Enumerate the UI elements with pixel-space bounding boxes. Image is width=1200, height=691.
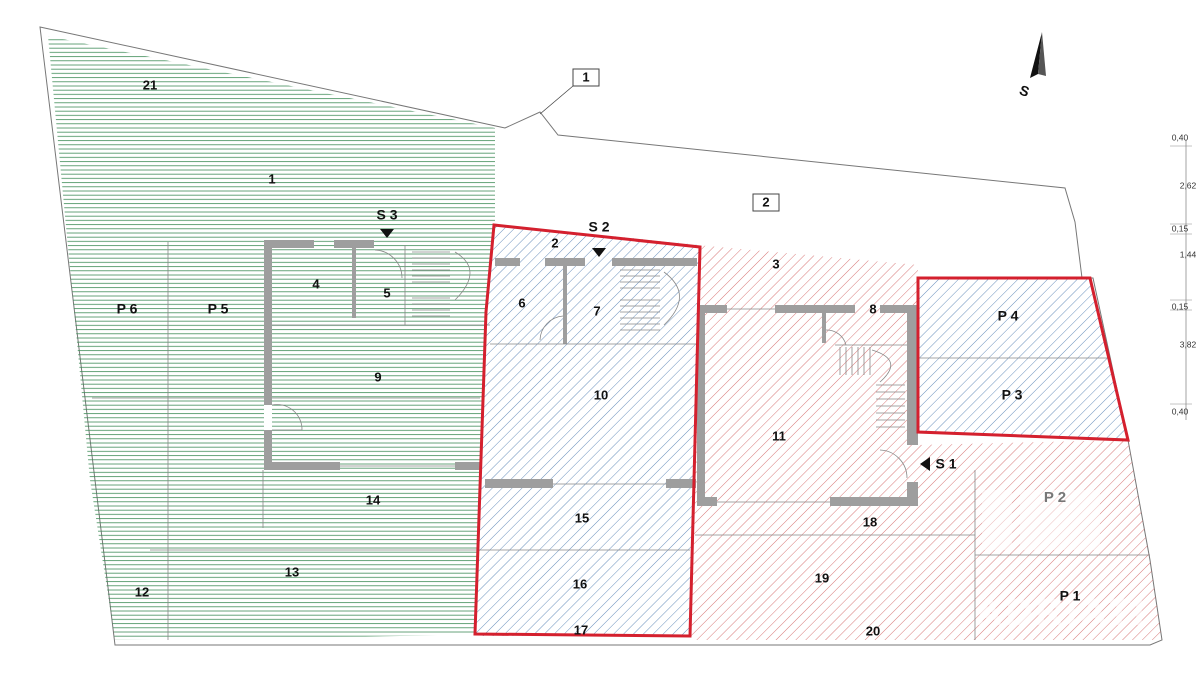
wall (264, 240, 314, 248)
watermark-text: ADRIATI (975, 592, 1147, 634)
room-label: 2 (551, 235, 558, 250)
parking-label: P 5 (208, 301, 229, 317)
room-label: 7 (593, 303, 600, 318)
wall (880, 305, 918, 313)
svg-text:2: 2 (762, 194, 769, 209)
room-label: 11 (772, 428, 786, 443)
parking-label: P 2 (1044, 489, 1066, 506)
wall (697, 305, 727, 313)
parking-label: P 4 (998, 308, 1019, 324)
entrance-arrow-icon (592, 248, 606, 257)
entrance-s1: S 1 (920, 456, 957, 472)
entrance-arrow-icon (380, 229, 394, 238)
room-label: 17 (574, 622, 588, 637)
wall (455, 462, 480, 470)
door-swing (271, 404, 303, 431)
room-label: 4 (312, 276, 320, 291)
blue-zone-unit (475, 224, 700, 636)
room-label: 21 (143, 77, 157, 92)
dimension-label: 0,40 (1172, 132, 1189, 142)
dimension-label: 0,15 (1172, 223, 1189, 233)
door-swing (539, 315, 564, 341)
wall (907, 482, 918, 506)
entrance-s3: S 3 (376, 207, 398, 238)
wall (264, 462, 340, 470)
parking-label: P 3 (1002, 387, 1023, 403)
blue-zone-p34 (918, 278, 1128, 440)
dimension-column: 0,40 2,62 0,15 1,44 0,15 3,82 0,40 (1170, 132, 1197, 420)
staircase-middle (620, 269, 680, 331)
wall (830, 497, 918, 506)
compass-label: S (1017, 82, 1031, 100)
boxed-label-2: 2 (752, 193, 780, 212)
wall (352, 248, 356, 318)
wall (907, 305, 918, 445)
room-label: 13 (285, 564, 299, 579)
room-label: 9 (374, 369, 381, 384)
room-label: 19 (815, 570, 829, 585)
room-label: 18 (863, 514, 877, 529)
wall (563, 266, 567, 344)
door-swing (825, 329, 847, 346)
wall (666, 479, 696, 488)
wall (485, 479, 553, 488)
wall (264, 240, 272, 470)
svg-text:1: 1 (582, 69, 589, 84)
svg-text:S 3: S 3 (376, 207, 397, 223)
door-swing (879, 449, 908, 479)
room-label: 5 (383, 285, 390, 300)
dimension-label: 1,44 (1180, 249, 1197, 259)
dimension-label: 0,15 (1172, 301, 1189, 311)
room-label: 16 (573, 576, 587, 591)
wall (697, 305, 705, 505)
highlight-frame-unit (473, 223, 702, 638)
room-label: 20 (866, 623, 880, 638)
entrance-arrow-icon (920, 457, 930, 471)
wall (495, 258, 520, 266)
wall (822, 313, 826, 343)
staircase-left (374, 245, 471, 325)
room-label: 14 (366, 492, 381, 507)
highlight-frame-p34 (916, 276, 1130, 442)
room-label: 12 (135, 584, 149, 599)
door-gap (264, 405, 272, 430)
entrance-s2: S 2 (588, 219, 610, 257)
parking-label: P 1 (1060, 588, 1081, 604)
room-label: 10 (594, 387, 608, 402)
wall (334, 240, 374, 248)
room-label: 8 (869, 301, 876, 316)
north-arrow-icon (1030, 32, 1046, 78)
room-label: 1 (268, 171, 275, 186)
staircase-right (835, 344, 907, 428)
svg-text:S 1: S 1 (935, 456, 956, 472)
wall (775, 305, 855, 313)
svg-text:S 2: S 2 (588, 219, 609, 235)
parking-label: P 6 (117, 301, 138, 317)
watermark-logo: ADRIATI (975, 490, 1147, 634)
wall (697, 497, 717, 506)
wall (612, 258, 697, 266)
dimension-label: 0,40 (1172, 406, 1189, 416)
wall (545, 258, 585, 266)
room-label: 3 (772, 256, 779, 271)
dimension-label: 3,82 (1180, 339, 1197, 349)
boxed-label-1: 1 (539, 68, 600, 115)
room-label: 6 (518, 295, 525, 310)
room-label: 15 (575, 510, 589, 525)
dimension-label: 2,62 (1180, 180, 1197, 190)
